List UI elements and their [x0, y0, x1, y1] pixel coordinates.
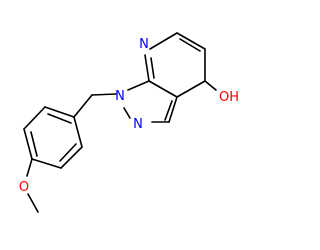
bond: [44, 106, 75, 118]
molecule-structure: N N N OH O: [19, 32, 239, 213]
bond: [47, 113, 72, 124]
bond: [176, 80, 206, 98]
bond: [204, 80, 217, 91]
bond: [168, 96, 178, 123]
bond: [91, 93, 117, 96]
bond: [23, 128, 33, 160]
bond: [176, 32, 206, 50]
bond: [164, 100, 173, 121]
bond: [150, 57, 155, 79]
bonds: [23, 32, 217, 213]
bond: [123, 107, 131, 119]
bond: [59, 143, 77, 162]
bond: [179, 38, 201, 52]
bond: [23, 106, 46, 130]
bond: [148, 80, 178, 98]
bond: [144, 54, 150, 82]
bond: [31, 158, 62, 169]
hydroxyl-label: OH: [219, 90, 239, 105]
bond: [149, 32, 178, 50]
bond: [26, 158, 33, 177]
bond: [127, 80, 150, 91]
bond: [30, 131, 38, 157]
bond: [27, 193, 39, 213]
methoxy-oxygen-label: O: [19, 180, 29, 195]
n2-nitrogen-label: N: [133, 117, 143, 132]
bond: [73, 116, 83, 148]
bond: [73, 94, 93, 118]
n1-nitrogen-label: N: [115, 89, 125, 104]
bond: [60, 146, 83, 169]
pyridine-nitrogen-label: N: [139, 37, 149, 52]
atom-labels: N N N OH O: [19, 37, 239, 195]
